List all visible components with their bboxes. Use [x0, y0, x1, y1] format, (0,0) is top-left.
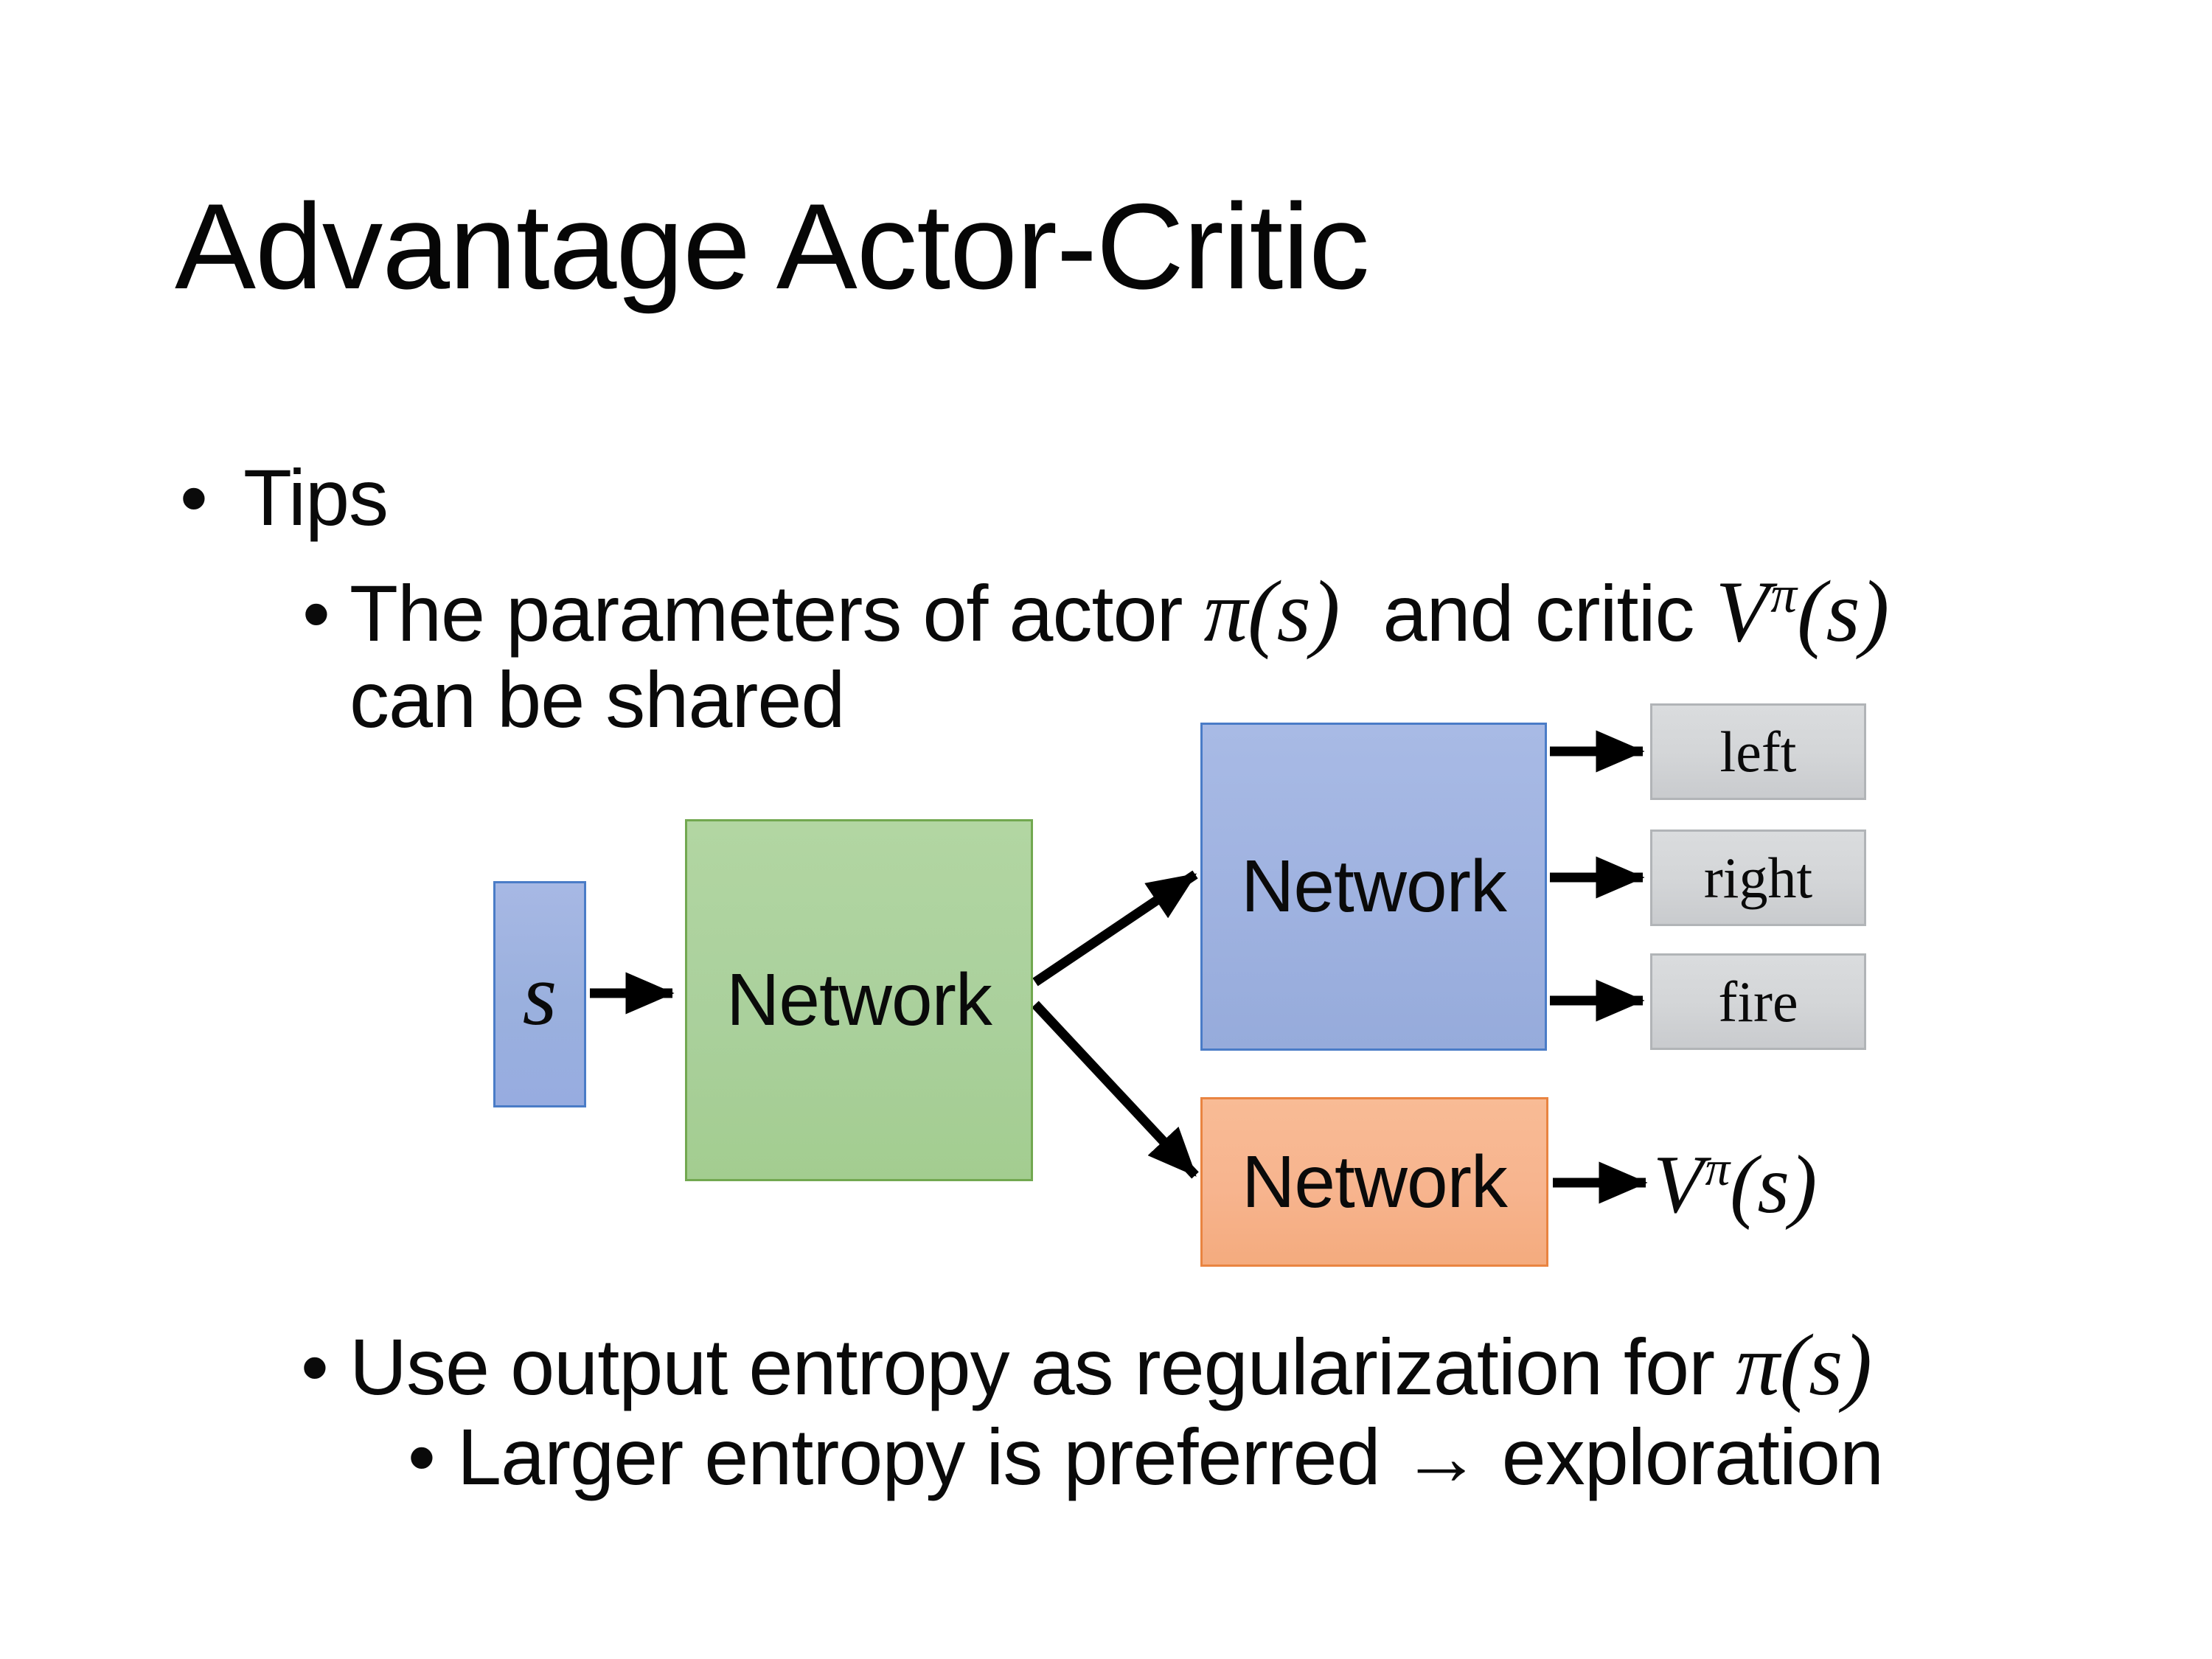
critic-value-math: Vπ(s) — [1716, 563, 1890, 660]
action-label-right: right — [1703, 845, 1813, 910]
bullet-marker: • — [302, 568, 330, 658]
action-label-left: left — [1719, 719, 1797, 784]
critic-network-box: Network — [1200, 1097, 1548, 1267]
value-superscript: π — [1705, 1141, 1731, 1197]
action-box-right: right — [1650, 830, 1866, 926]
bullet-tips-text: Tips — [243, 453, 389, 542]
actor-network-label: Network — [1241, 845, 1507, 928]
state-input-box: s — [493, 881, 586, 1107]
shared-network-box: Network — [685, 819, 1033, 1181]
bullet-exploration-text: Larger entropy is preferred → exploratio… — [457, 1412, 1884, 1501]
bullet-parameters-line2: can be shared — [349, 660, 845, 740]
bullet-marker: • — [408, 1412, 436, 1501]
action-label-fire: fire — [1718, 969, 1798, 1034]
bullet-parameters-middle: and critic — [1340, 568, 1716, 658]
critic-network-label: Network — [1242, 1140, 1508, 1223]
bullet-marker: • — [180, 453, 208, 542]
policy-math: π(s) — [1736, 1316, 1872, 1413]
bullet-parameters-line1: •The parameters of actor π(s) and critic… — [302, 568, 1889, 655]
action-box-left: left — [1650, 703, 1866, 800]
value-output-math: Vπ(s) — [1653, 1144, 1817, 1226]
actor-network-box: Network — [1200, 723, 1547, 1051]
bullet-entropy-prefix: Use output entropy as regularization for — [349, 1322, 1736, 1411]
slide-title: Advantage Actor-Critic — [175, 178, 1370, 314]
bullet-parameters-line2-text: can be shared — [349, 655, 845, 744]
bullet-parameters-prefix: The parameters of actor — [349, 568, 1204, 658]
value-args: (s) — [1730, 1139, 1818, 1231]
bullet-tips: • Tips — [180, 453, 389, 542]
value-base: V — [1653, 1139, 1704, 1231]
action-box-fire: fire — [1650, 953, 1866, 1050]
value-args: (s) — [1796, 563, 1890, 660]
bullet-marker: • — [301, 1322, 329, 1411]
value-superscript: π — [1770, 565, 1797, 624]
bullet-entropy: •Use output entropy as regularization fo… — [301, 1321, 1872, 1409]
arrow-shared-to-actor-network — [1032, 870, 1198, 987]
bullet-exploration: •Larger entropy is preferred → explorati… — [408, 1412, 1884, 1501]
value-base: V — [1715, 563, 1770, 660]
state-label: s — [522, 945, 557, 1043]
arrow-shared-to-critic-network — [1032, 1001, 1199, 1179]
shared-network-label: Network — [726, 959, 992, 1041]
actor-policy-math: π(s) — [1203, 563, 1340, 660]
